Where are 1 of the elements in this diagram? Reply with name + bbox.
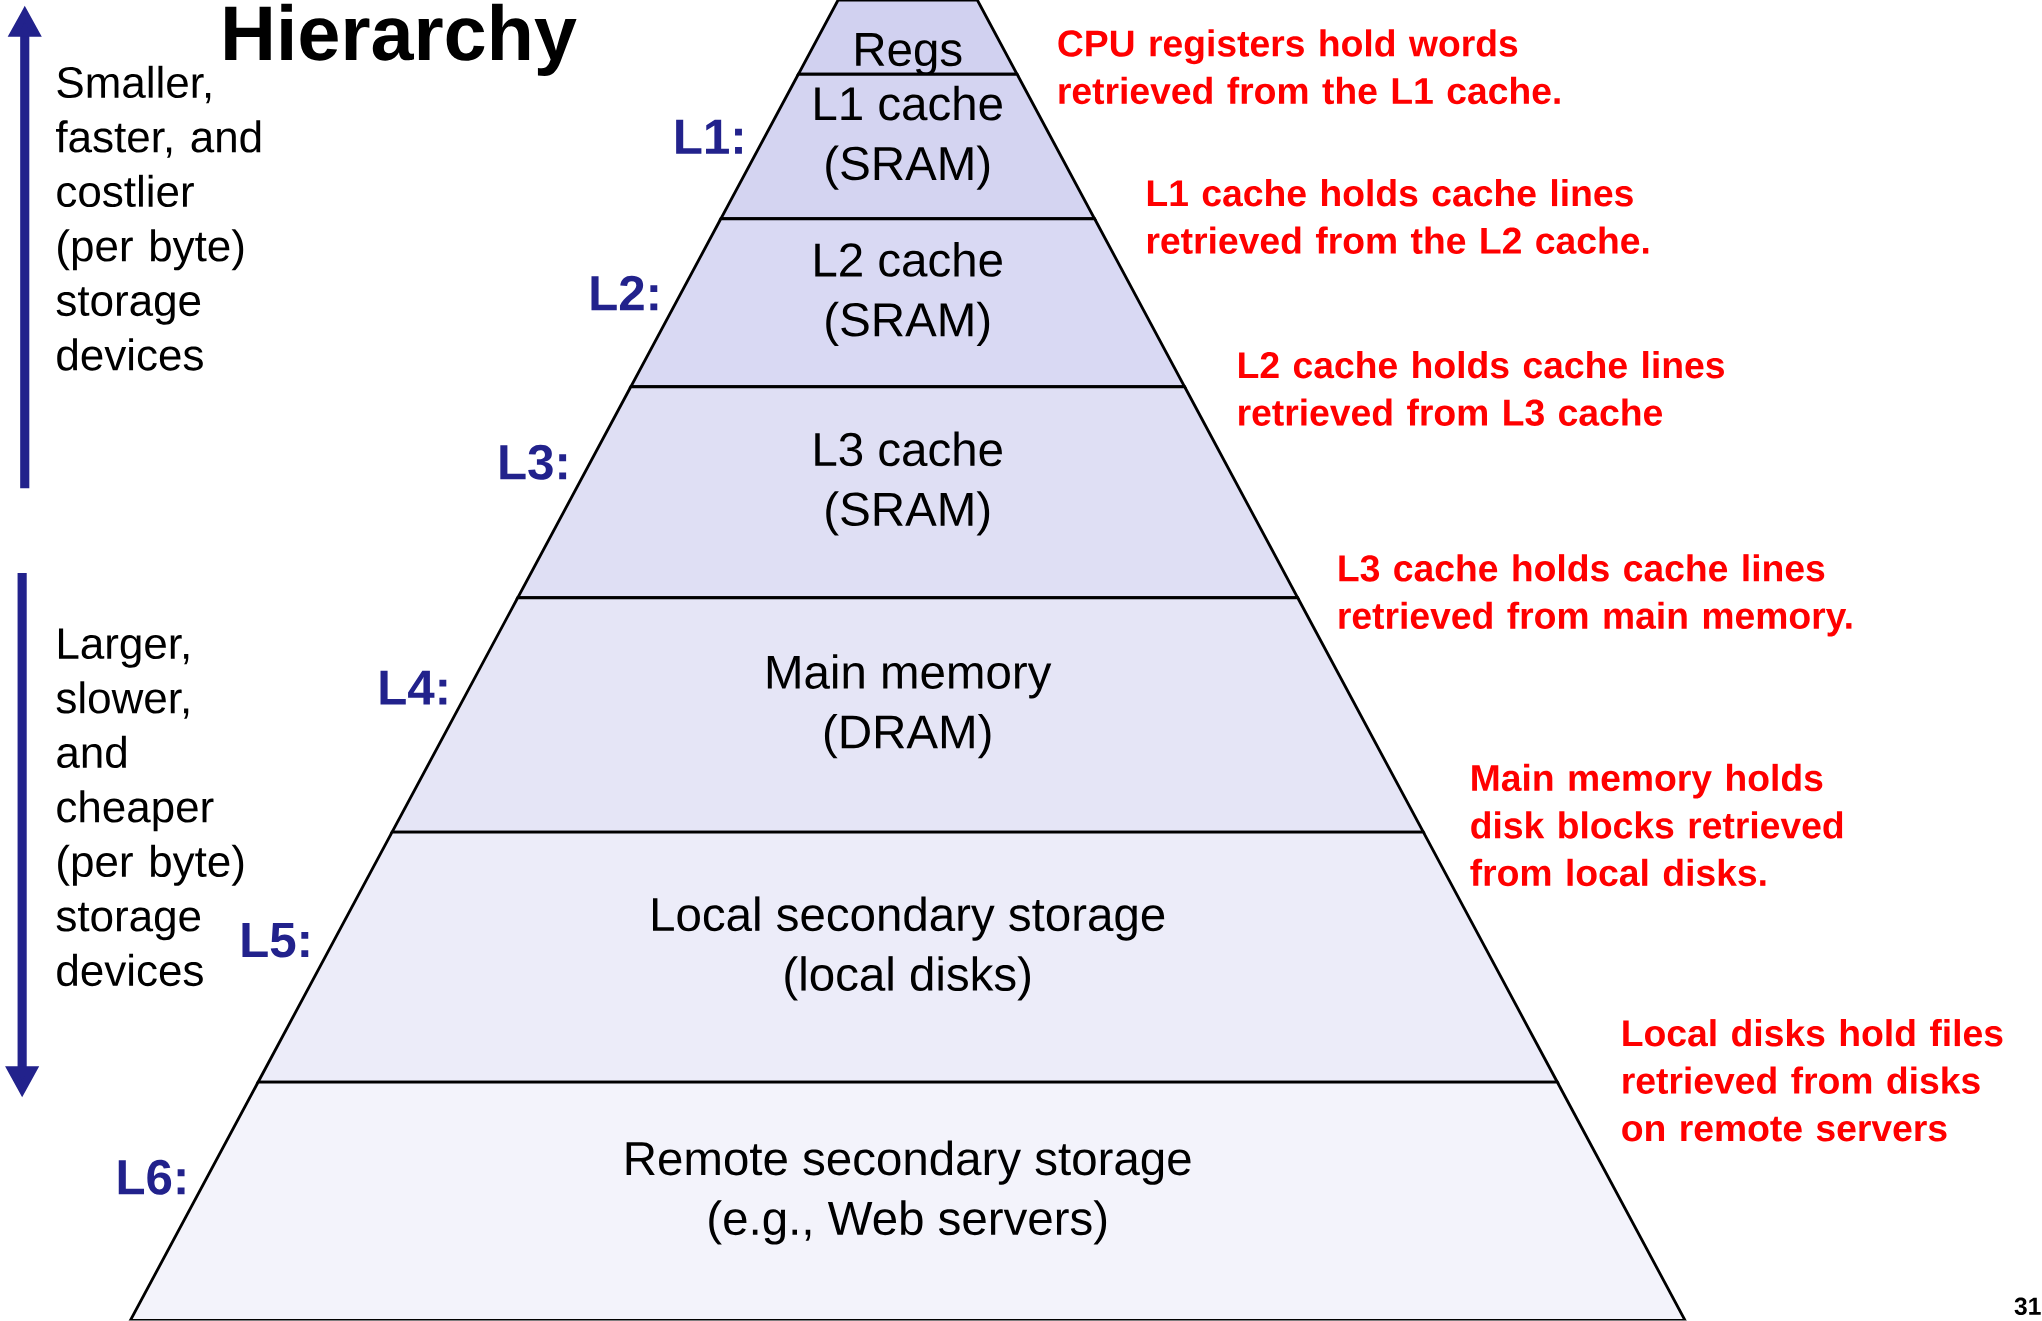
page-number: 31 — [2014, 1297, 2041, 1316]
